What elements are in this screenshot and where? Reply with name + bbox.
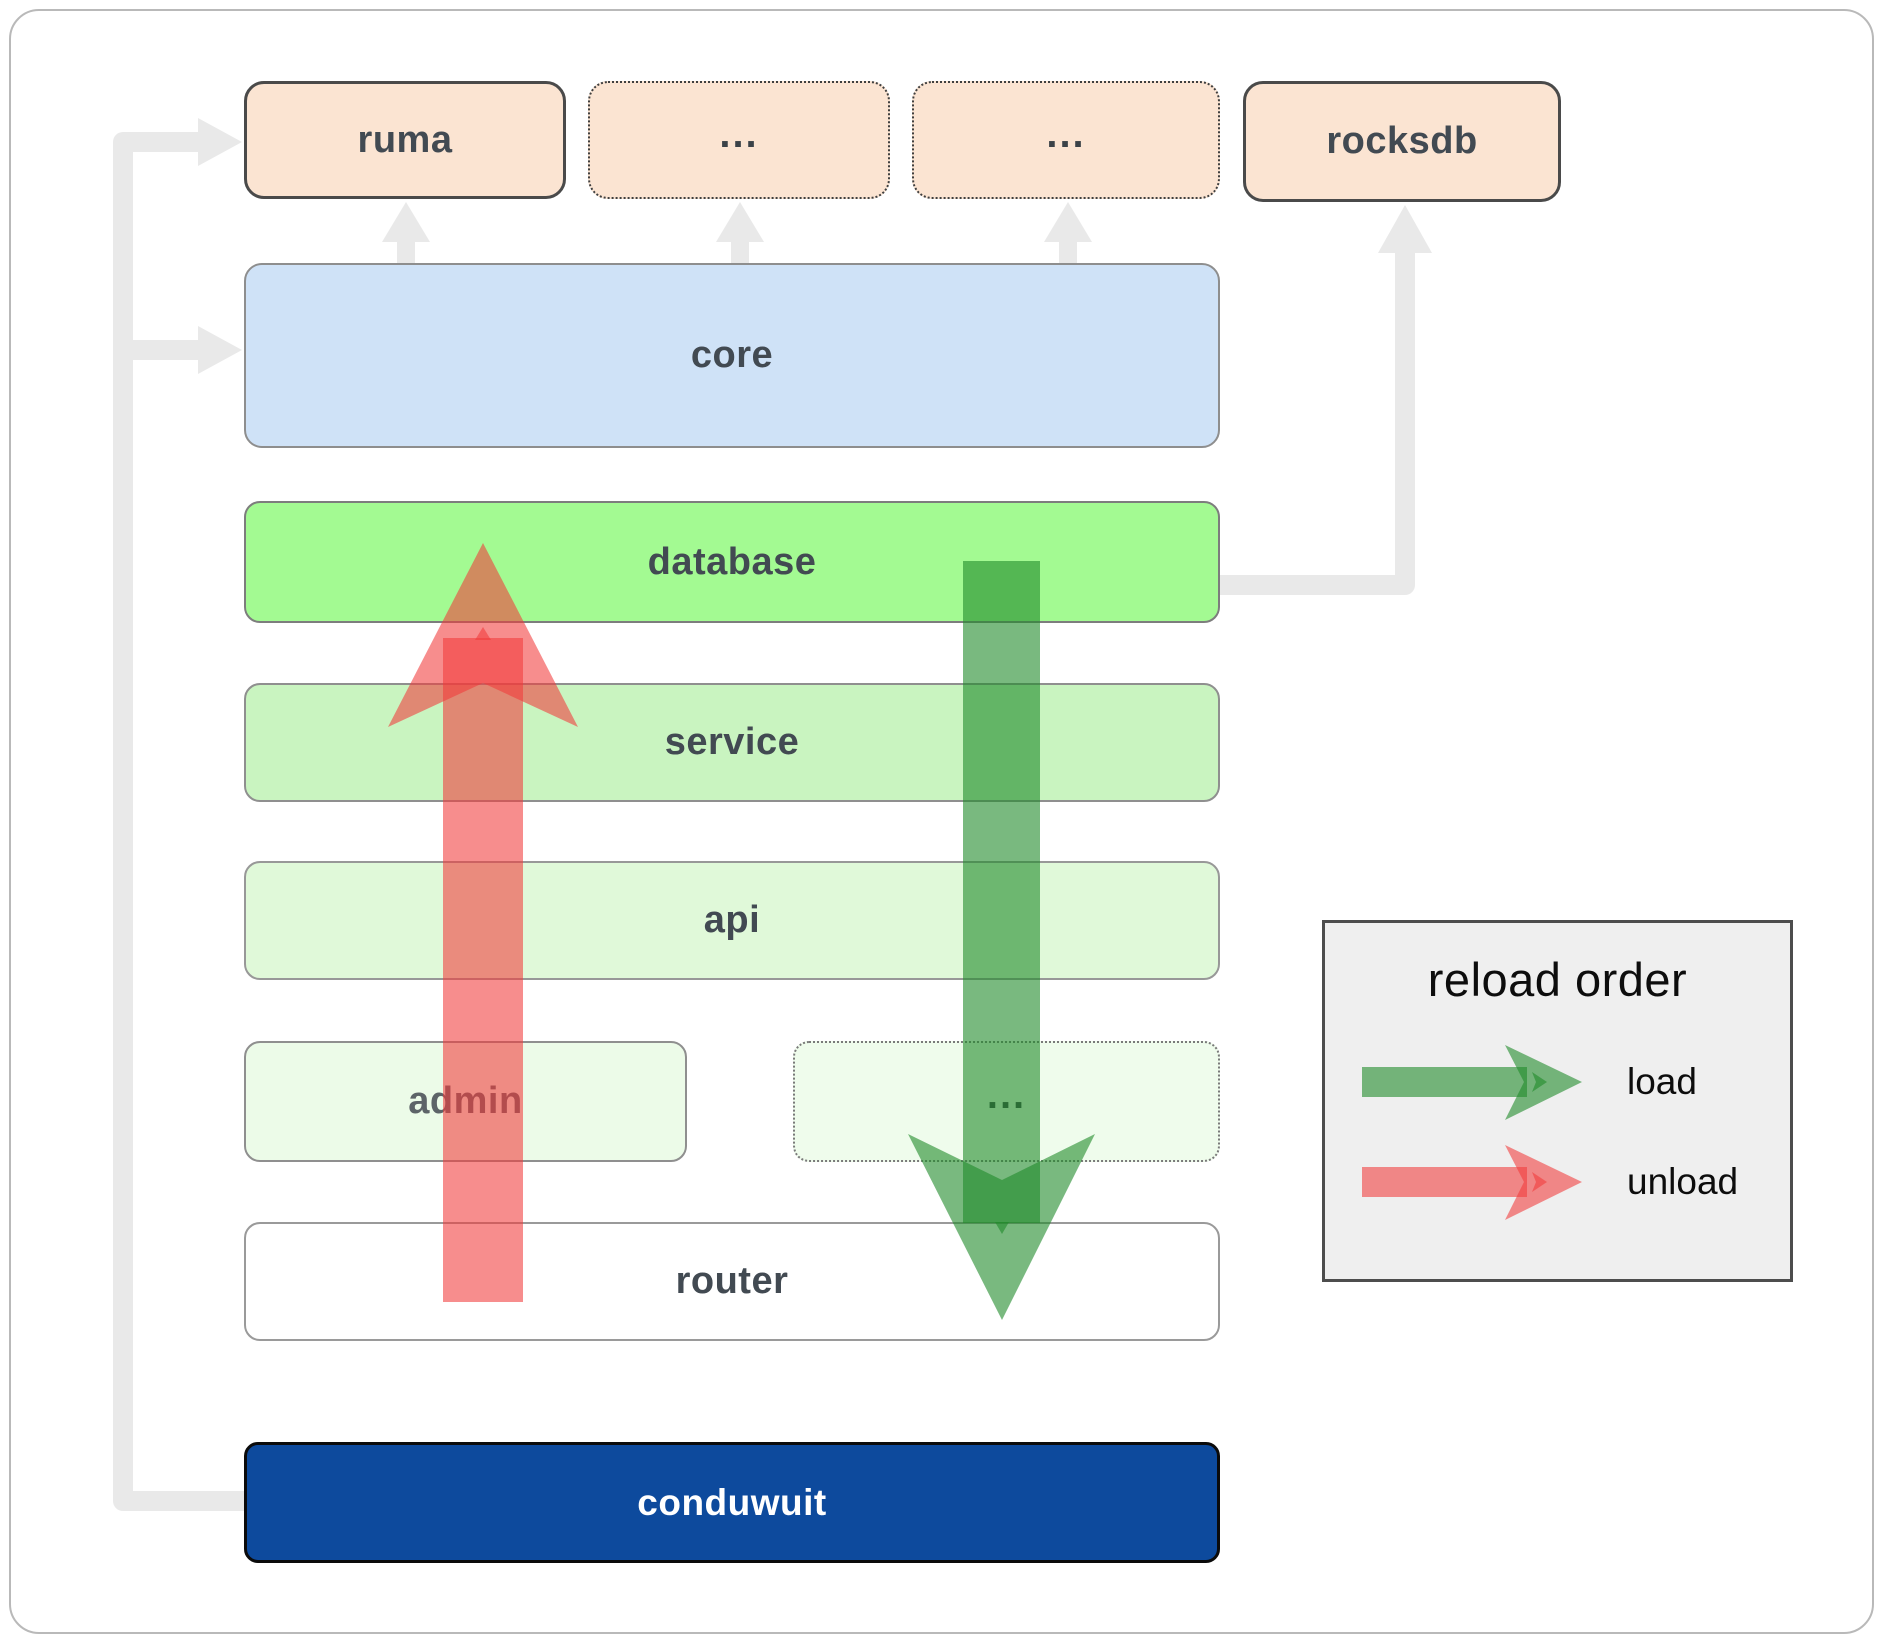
node-label: router [675,1260,789,1302]
node-ruma: ruma [244,81,566,199]
node-api: api [244,861,1220,980]
node-label: ruma [357,118,453,161]
node-conduwuit: conduwuit [244,1442,1220,1563]
node-label: admin [408,1080,523,1122]
node-label: rocksdb [1326,120,1478,162]
node-label: ... [986,1073,1027,1117]
node-dependency-b: ... [912,81,1220,199]
node-dependency-a: ... [588,81,890,199]
node-admin: admin [244,1041,687,1162]
node-label: core [690,334,774,376]
outer-border [9,9,1874,1634]
node-label: ... [719,111,759,156]
node-label: ... [1046,111,1086,156]
node-label: service [664,721,800,763]
node-rocksdb: rocksdb [1243,81,1561,202]
node-label: conduwuit [637,1481,827,1523]
node-service: service [244,683,1220,802]
node-admin-sibling: ... [793,1041,1220,1162]
legend-title: reload order [1427,953,1688,1006]
node-router: router [244,1222,1220,1341]
node-label: api [703,899,761,941]
node-database: database [244,501,1220,623]
node-label: database [647,540,817,583]
legend-load-label: load [1627,1061,1697,1102]
node-core: core [244,263,1220,448]
legend-unload-label: unload [1627,1161,1739,1202]
